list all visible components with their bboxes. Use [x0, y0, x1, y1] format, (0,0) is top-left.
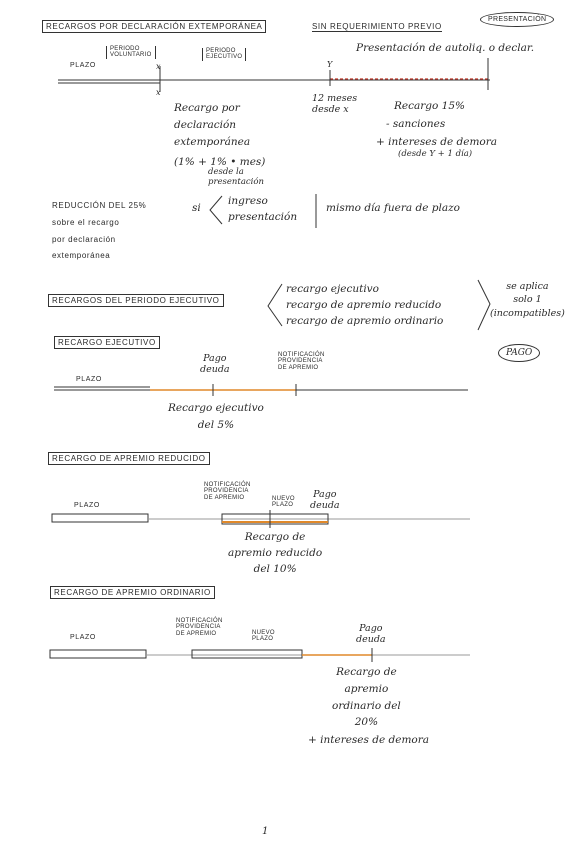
x-mark-bottom: x: [156, 88, 161, 97]
brace-s2-left: [267, 283, 283, 327]
formula: (1% + 1% • mes): [174, 156, 266, 168]
ordinario-plazo: PLAZO: [70, 634, 96, 641]
ordinario-intereses: + intereses de demora: [308, 734, 430, 746]
timeline-4-nuevo: [191, 649, 303, 659]
sanciones: - sanciones: [386, 118, 446, 130]
presentacion-note: Presentación de autoliq. o declar.: [356, 42, 535, 54]
plazo-label: PLAZO: [70, 62, 96, 69]
ejecutivo-plazo: PLAZO: [76, 376, 102, 383]
pago-oval: PAGO: [498, 344, 541, 362]
reducido-plazo: PLAZO: [74, 502, 100, 509]
timeline-4-plazo: [49, 649, 147, 659]
x-mark-top: x: [156, 62, 161, 71]
timeline-3-nuevo: [221, 513, 329, 525]
reducido-title: RECARGO DE APREMIO REDUCIDO: [48, 452, 210, 465]
si-word: si: [192, 202, 201, 214]
y-mark: Y: [327, 60, 333, 69]
recargo-15: Recargo 15%: [394, 100, 465, 112]
brace-left: [209, 195, 223, 225]
timeline-3-plazo: [51, 513, 149, 523]
presentacion-badge: PRESENTACIÓN: [480, 12, 555, 28]
intereses-sub: (desde Y + 1 día): [398, 149, 473, 159]
section-1-subtitle: SIN REQUERIMIENTO PREVIO: [312, 22, 442, 33]
ejecutivo-title: RECARGO EJECUTIVO: [54, 336, 160, 349]
section-1-title: RECARGOS POR DECLARACIÓN EXTEMPORÁNEA: [42, 20, 267, 33]
page-number: 1: [262, 826, 269, 837]
brace-s2-right: [477, 279, 491, 331]
mismo-dia-note: mismo día fuera de plazo: [326, 202, 460, 214]
intereses-demora: + intereses de demora: [376, 136, 498, 148]
ordinario-title: RECARGO DE APREMIO ORDINARIO: [50, 586, 215, 599]
section-2-title: RECARGOS DEL PERIODO EJECUTIVO: [48, 294, 224, 307]
